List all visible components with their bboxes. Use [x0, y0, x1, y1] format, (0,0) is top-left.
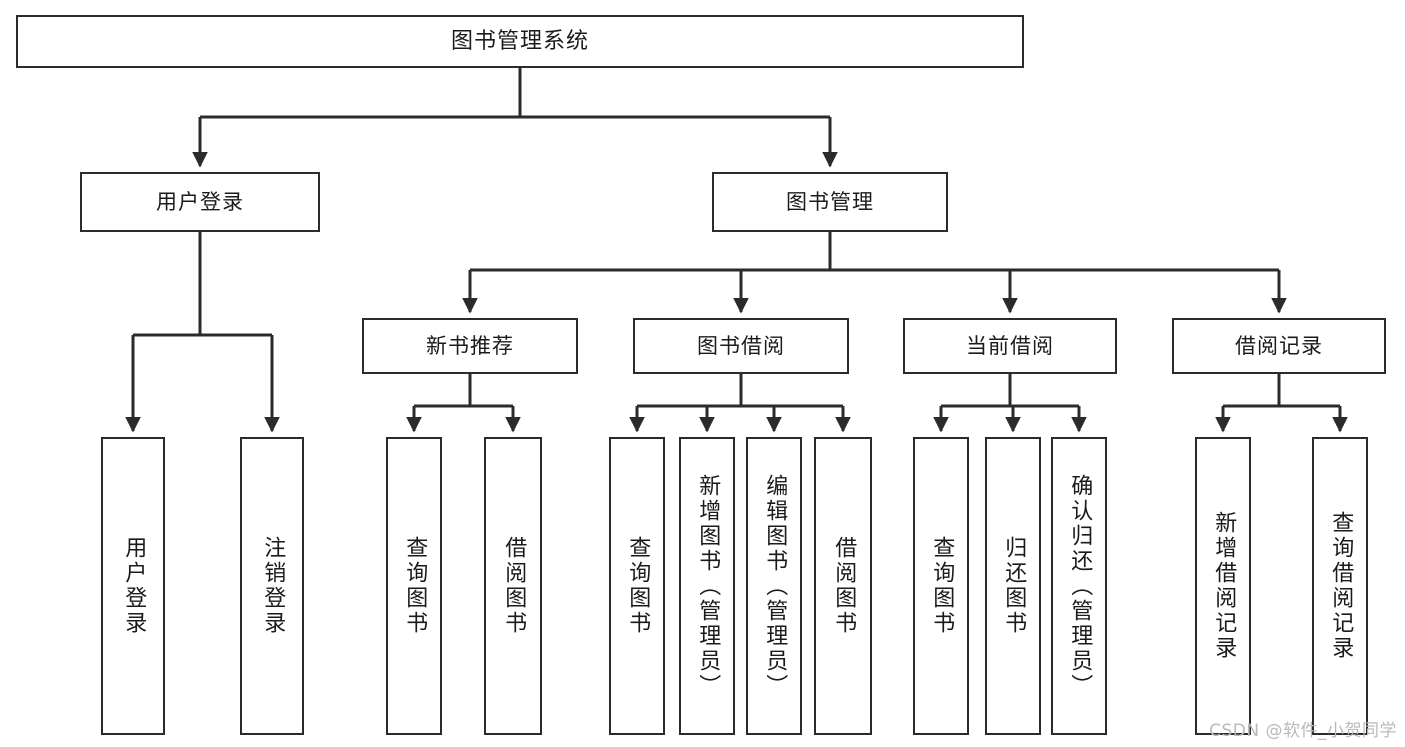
node-leaf-user-login-label: 用户登录 — [121, 536, 147, 636]
node-user-login[interactable]: 用户登录 — [80, 172, 320, 232]
node-leaf-user-login[interactable]: 用户登录 — [101, 437, 165, 735]
node-leaf-cb-confirm[interactable]: 确认归还（管理员） — [1051, 437, 1107, 735]
node-leaf-br-query-label: 查询借阅记录 — [1328, 511, 1354, 661]
watermark: CSDN @软件_小贺同学 — [1209, 721, 1397, 741]
node-leaf-rec-query-label: 查询图书 — [402, 536, 428, 636]
node-current-borrow-label: 当前借阅 — [966, 333, 1054, 358]
node-leaf-cb-return[interactable]: 归还图书 — [985, 437, 1041, 735]
node-user-login-label: 用户登录 — [156, 189, 244, 214]
node-leaf-bb-borrow-label: 借阅图书 — [831, 536, 857, 636]
node-leaf-bb-add-label: 新增图书（管理员） — [695, 473, 721, 699]
node-borrow-record[interactable]: 借阅记录 — [1172, 318, 1386, 374]
node-leaf-bb-add[interactable]: 新增图书（管理员） — [679, 437, 735, 735]
node-book-borrow-label: 图书借阅 — [697, 333, 785, 358]
node-leaf-cb-query-label: 查询图书 — [929, 536, 955, 636]
node-leaf-cb-return-label: 归还图书 — [1001, 536, 1027, 636]
node-leaf-br-add[interactable]: 新增借阅记录 — [1195, 437, 1251, 735]
node-leaf-bb-edit-label: 编辑图书（管理员） — [762, 473, 788, 699]
node-leaf-bb-edit[interactable]: 编辑图书（管理员） — [746, 437, 802, 735]
node-leaf-rec-borrow[interactable]: 借阅图书 — [484, 437, 542, 735]
node-leaf-user-logout[interactable]: 注销登录 — [240, 437, 304, 735]
node-book-manage-label: 图书管理 — [786, 189, 874, 214]
node-leaf-br-query[interactable]: 查询借阅记录 — [1312, 437, 1368, 735]
node-leaf-rec-borrow-label: 借阅图书 — [501, 536, 527, 636]
node-root-label: 图书管理系统 — [450, 28, 589, 54]
node-new-book-rec-label: 新书推荐 — [426, 333, 514, 358]
node-borrow-record-label: 借阅记录 — [1235, 333, 1323, 358]
node-leaf-br-add-label: 新增借阅记录 — [1211, 511, 1237, 661]
node-leaf-rec-query[interactable]: 查询图书 — [386, 437, 442, 735]
node-book-manage[interactable]: 图书管理 — [712, 172, 948, 232]
node-leaf-bb-borrow[interactable]: 借阅图书 — [814, 437, 872, 735]
node-root[interactable]: 图书管理系统 — [16, 15, 1024, 68]
node-leaf-bb-query-label: 查询图书 — [625, 536, 651, 636]
node-leaf-user-logout-label: 注销登录 — [260, 536, 286, 636]
node-leaf-cb-query[interactable]: 查询图书 — [913, 437, 969, 735]
edges-group — [125, 68, 1348, 433]
node-new-book-rec[interactable]: 新书推荐 — [362, 318, 578, 374]
node-leaf-bb-query[interactable]: 查询图书 — [609, 437, 665, 735]
node-book-borrow[interactable]: 图书借阅 — [633, 318, 849, 374]
node-leaf-cb-confirm-label: 确认归还（管理员） — [1067, 473, 1093, 699]
node-current-borrow[interactable]: 当前借阅 — [903, 318, 1117, 374]
